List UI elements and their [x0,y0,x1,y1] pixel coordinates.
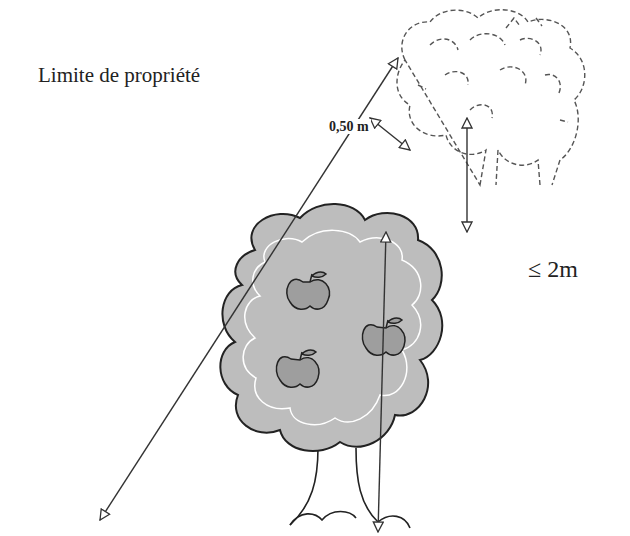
apples [276,272,405,387]
tree-canopy-inner [243,230,421,424]
tree-height-arrow [378,232,386,532]
property-line-arrow [100,58,398,520]
property-line-label: Limite de propriété [38,64,200,87]
hedge-sketch [397,10,585,185]
distance-arrow [370,118,410,150]
tree-canopy [220,204,442,451]
tree-trunk [290,448,410,528]
distance-label: 0,50 m [327,119,371,134]
height-limit-label: ≤ 2m [528,256,578,282]
hedge-height-arrow [466,118,467,232]
